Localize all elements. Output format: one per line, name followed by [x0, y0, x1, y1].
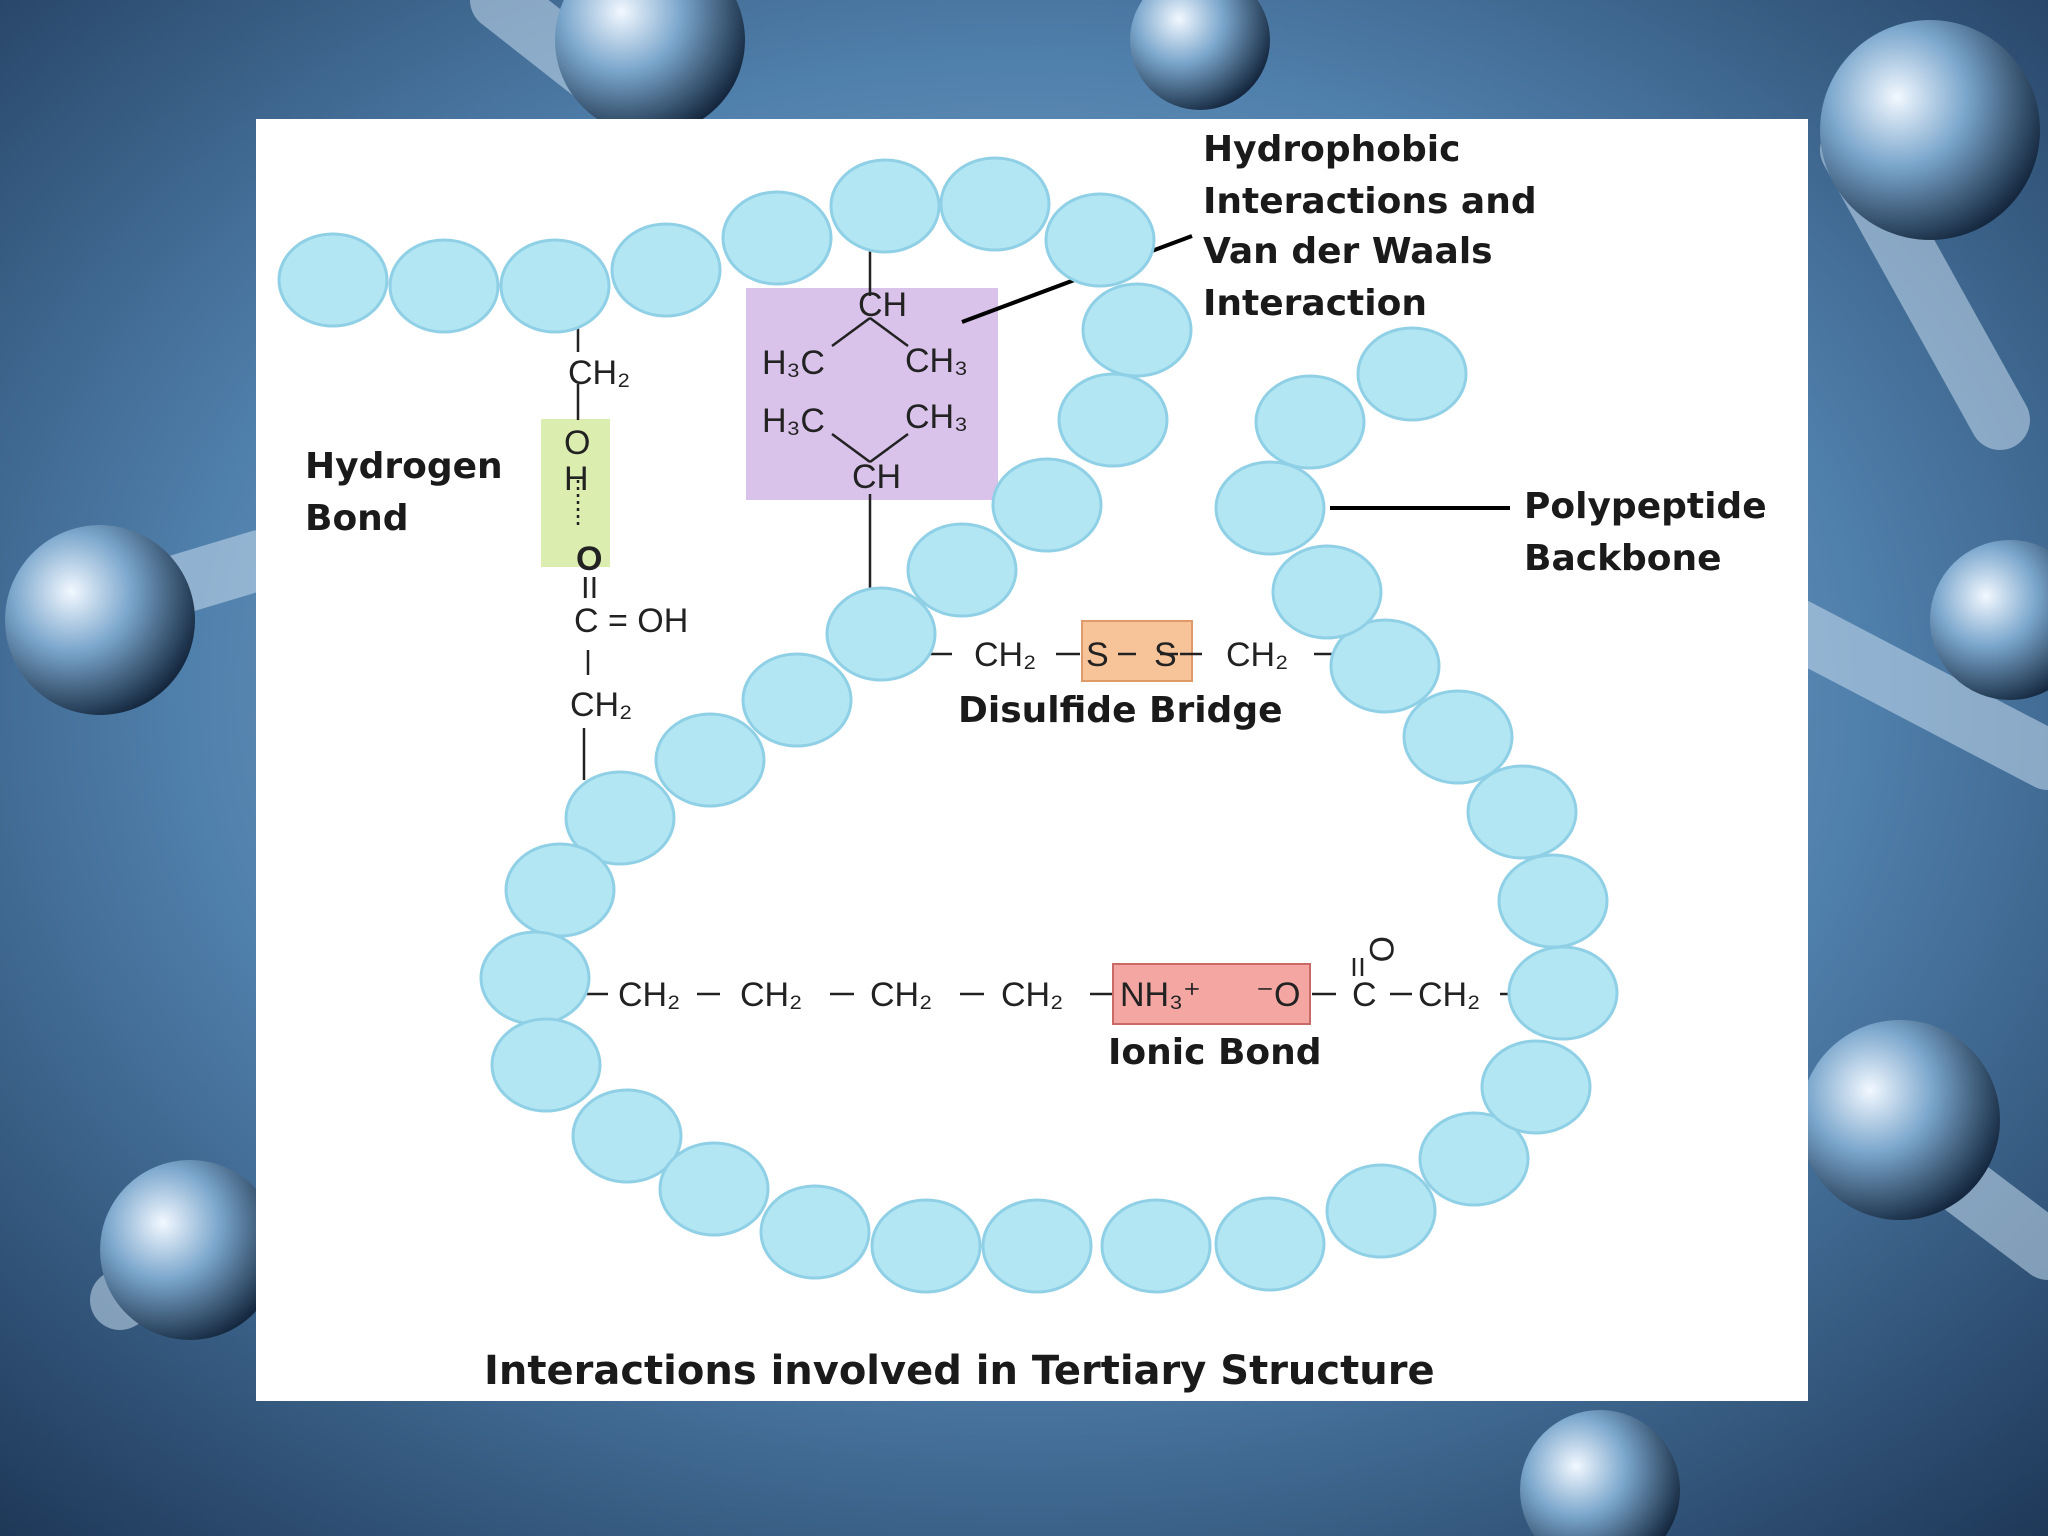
hydrophobic-h3c-1: H₃C — [762, 344, 825, 382]
hydrophobic-ch3-1: CH₃ — [905, 342, 968, 380]
hydrogen-double-bond: II — [581, 570, 598, 605]
ionic-bond-box — [1112, 963, 1311, 1025]
svg-text:Hydrophobic: Hydrophobic — [1203, 129, 1460, 170]
ionic-ch2-3: CH₂ — [870, 976, 932, 1014]
hydrogen-bond-box — [541, 419, 610, 567]
svg-text:Backbone: Backbone — [1524, 538, 1722, 579]
ionic-ch2-4: CH₂ — [1001, 976, 1063, 1014]
hydrophobic-ch-top: CH — [858, 286, 907, 324]
hydrogen-h: H — [564, 460, 589, 498]
ionic-o-top: O — [1362, 936, 1400, 962]
svg-text:Bond: Bond — [305, 498, 409, 539]
hydrophobic-h3c-2: H₃C — [762, 402, 825, 440]
polypeptide-backbone — [277, 156, 1619, 1294]
disulfide-s1: S — [1086, 636, 1109, 674]
hydrogen-o: O — [564, 424, 590, 462]
hydrophobic-label: Hydrophobic Interactions and Van der Waa… — [1203, 129, 1537, 324]
svg-text:Interactions and: Interactions and — [1203, 181, 1537, 222]
svg-text:Polypeptide: Polypeptide — [1524, 486, 1767, 527]
ionic-carbon: C — [1352, 976, 1377, 1014]
disulfide-bridge-box — [1081, 620, 1193, 682]
svg-text:Van der Waals: Van der Waals — [1203, 231, 1493, 272]
svg-text:Interaction: Interaction — [1203, 283, 1427, 324]
diagram-caption: Interactions involved in Tertiary Struct… — [484, 1348, 1435, 1394]
ionic-o-minus: ⁻O — [1256, 976, 1300, 1014]
disulfide-s2: S — [1154, 636, 1177, 674]
hydrogen-ch2-bottom: CH₂ — [570, 686, 632, 724]
polypeptide-backbone-label: Polypeptide Backbone — [1524, 486, 1767, 579]
disulfide-ch2-left: CH₂ — [974, 636, 1036, 674]
ionic-bond-label: Ionic Bond — [1108, 1032, 1322, 1073]
ionic-ch2-1: CH₂ — [618, 976, 680, 1014]
hydrophobic-interaction-box — [746, 288, 998, 500]
hydrogen-ch2-top: CH₂ — [568, 354, 630, 392]
ionic-ch2-end: CH₂ — [1418, 976, 1480, 1014]
hydrophobic-ch3-2: CH₃ — [905, 398, 968, 436]
hydrogen-bond-label: Hydrogen Bond — [305, 446, 503, 539]
ionic-nh3-plus: NH₃⁺ — [1120, 976, 1201, 1014]
disulfide-ch2-right: CH₂ — [1226, 636, 1288, 674]
ionic-ch2-2: CH₂ — [740, 976, 802, 1014]
hydrogen-c-oh: C = OH — [574, 602, 688, 640]
svg-text:Hydrogen: Hydrogen — [305, 446, 503, 487]
hydrophobic-ch-bottom: CH — [852, 458, 901, 496]
diagram-panel — [256, 119, 1808, 1401]
hydrogen-o-acceptor: O — [576, 540, 602, 578]
disulfide-bridge-label: Disulfide Bridge — [958, 690, 1283, 731]
